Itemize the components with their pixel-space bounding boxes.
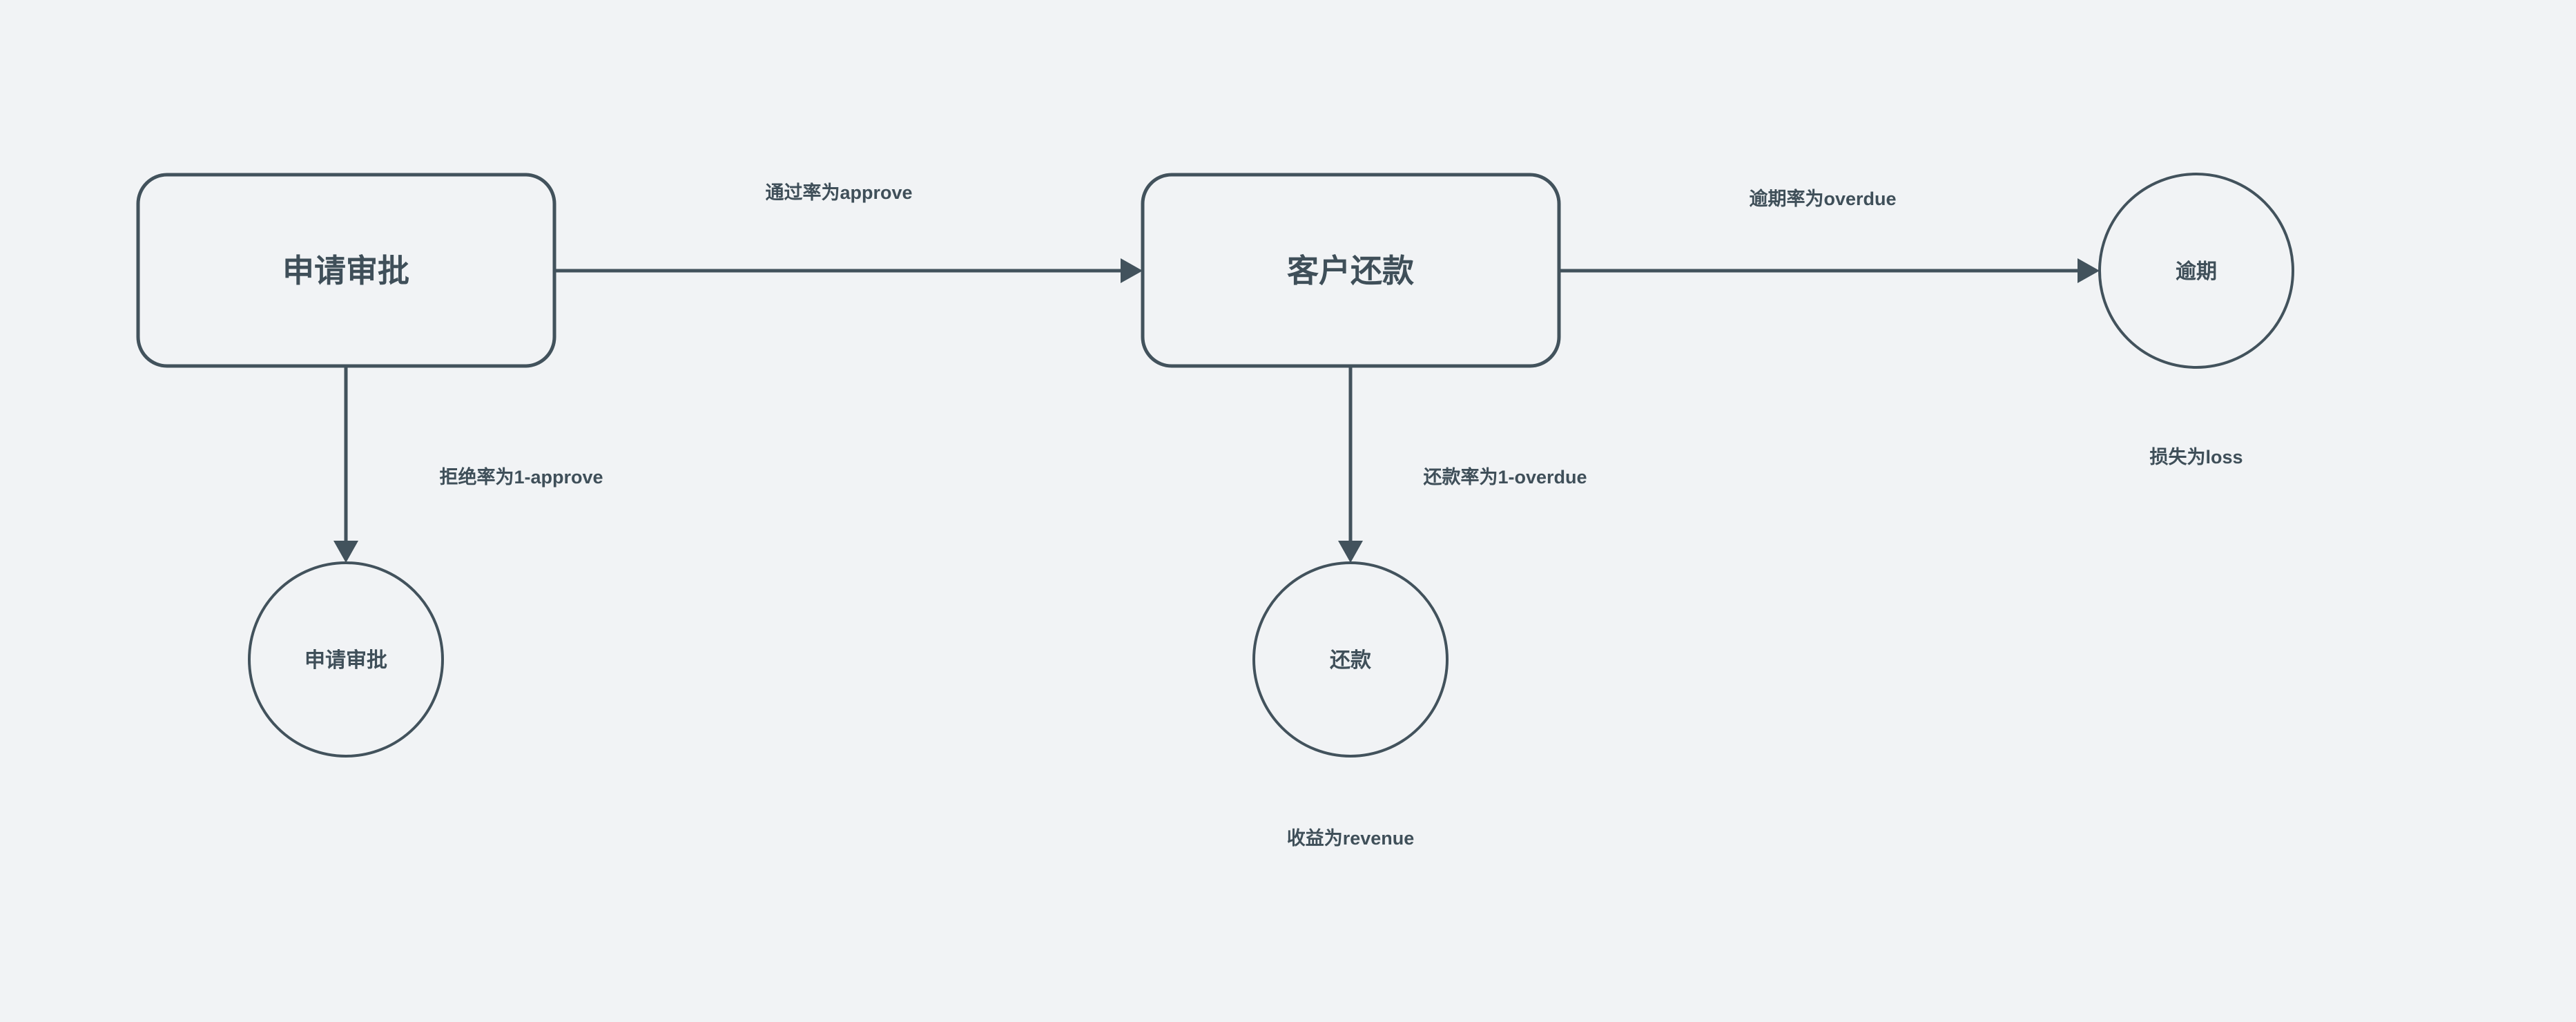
- node-customer-repay[interactable]: 客户还款: [1141, 173, 1561, 368]
- node-apply-review-label: 申请审批: [282, 253, 409, 289]
- node-apply-review[interactable]: 申请审批: [136, 173, 556, 368]
- edge-approve[interactable]: 通过率为approve: [554, 182, 1143, 283]
- node-rejected[interactable]: 申请审批: [248, 561, 444, 758]
- caption-revenue: 收益为revenue: [1287, 828, 1415, 849]
- node-rejected-label: 申请审批: [304, 648, 387, 672]
- arrowhead-icon: [1338, 541, 1363, 563]
- node-apply-review-shape: [136, 173, 556, 368]
- arrowhead-icon: [2078, 258, 2100, 283]
- caption-loss: 损失为loss: [2149, 447, 2243, 467]
- arrowhead-icon: [1121, 258, 1143, 283]
- edge-overdue[interactable]: 逾期率为overdue: [1559, 188, 2100, 283]
- arrowhead-icon: [333, 541, 358, 563]
- edge-reject-label: 拒绝率为1-approve: [439, 466, 603, 488]
- edge-repay-label: 还款率为1-overdue: [1423, 466, 1587, 488]
- edge-repay[interactable]: 还款率为1-overdue: [1338, 366, 1587, 563]
- node-repaid[interactable]: 还款: [1252, 561, 1449, 758]
- node-customer-repay-label: 客户还款: [1287, 253, 1414, 289]
- node-overdue-label: 逾期: [2176, 260, 2217, 283]
- edge-overdue-label: 逾期率为overdue: [1749, 188, 1896, 209]
- node-repaid-label: 还款: [1330, 649, 1372, 672]
- node-repaid-shape: [1252, 561, 1449, 758]
- edge-approve-label: 通过率为approve: [765, 182, 912, 203]
- node-rejected-shape: [248, 561, 444, 758]
- edge-reject[interactable]: 拒绝率为1-approve: [333, 366, 603, 563]
- node-customer-repay-shape: [1141, 173, 1561, 368]
- node-overdue-shape: [2098, 173, 2294, 369]
- node-overdue[interactable]: 逾期: [2098, 173, 2294, 369]
